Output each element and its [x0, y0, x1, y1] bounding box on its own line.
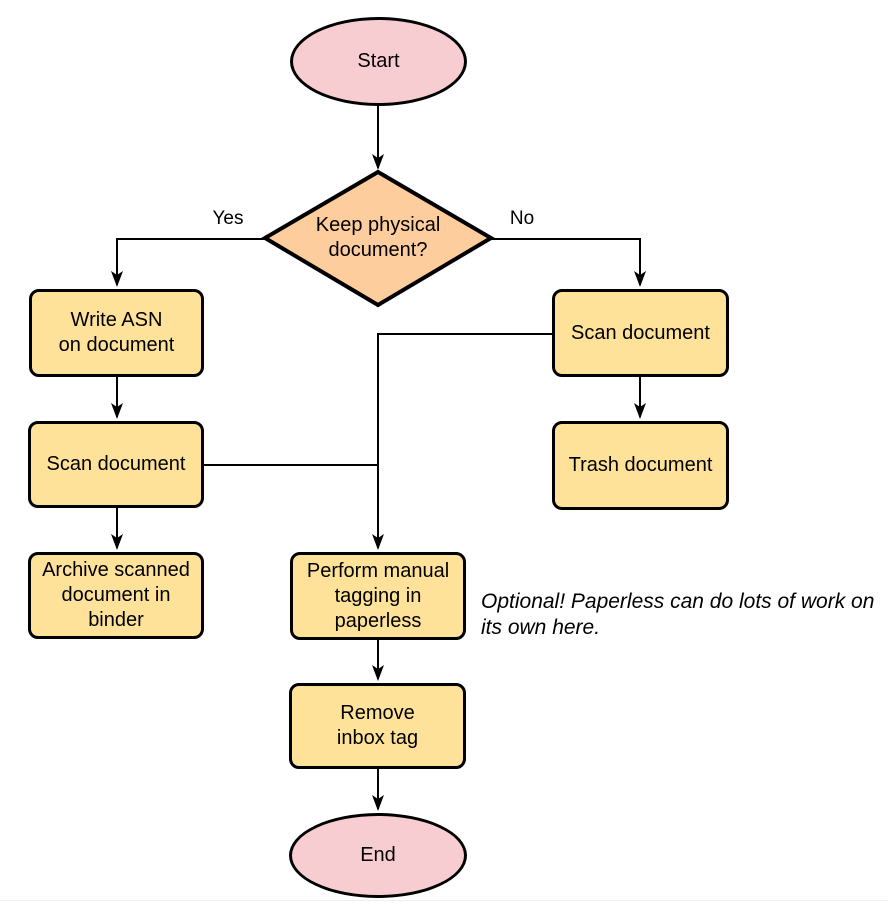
page-boundary-line: [0, 900, 888, 901]
node-manual-tagging: Perform manual tagging in paperless: [290, 552, 466, 640]
edge-decision-no-to-scan-right: [489, 238, 646, 287]
node-archive-binder: Archive scanned document in binder: [28, 552, 204, 639]
node-decision-label: Keep physical document?: [315, 214, 441, 261]
node-decision: Keep physical document?: [288, 213, 468, 263]
node-end-label: End: [360, 844, 396, 866]
node-remove-inbox-tag: Remove inbox tag: [289, 683, 466, 769]
node-trash-document-label: Trash document: [568, 454, 713, 476]
edge-label-yes: Yes: [212, 208, 244, 229]
node-end: End: [289, 813, 467, 898]
node-start: Start: [290, 17, 467, 106]
node-start-label: Start: [357, 50, 400, 72]
edge-label-no: No: [509, 208, 535, 229]
node-scan-document-left-label: Scan document: [46, 453, 186, 475]
edge-decision-yes-to-write-asn: [111, 238, 265, 287]
node-write-asn: Write ASN on document: [29, 289, 204, 377]
node-trash-document: Trash document: [552, 421, 729, 510]
node-write-asn-label: Write ASN on document: [58, 309, 175, 356]
node-scan-document-right: Scan document: [552, 289, 729, 377]
edge-scan-right-to-tagging: [372, 333, 552, 550]
node-remove-inbox-tag-label: Remove inbox tag: [336, 702, 419, 749]
decision-diamond-shape: [261, 169, 495, 308]
node-archive-binder-label: Archive scanned document in binder: [42, 559, 190, 631]
node-manual-tagging-label: Perform manual tagging in paperless: [306, 559, 450, 632]
node-scan-document-left: Scan document: [28, 421, 204, 508]
optional-note: Optional! Paperless can do lots of work …: [481, 590, 875, 639]
node-scan-document-right-label: Scan document: [571, 321, 710, 344]
